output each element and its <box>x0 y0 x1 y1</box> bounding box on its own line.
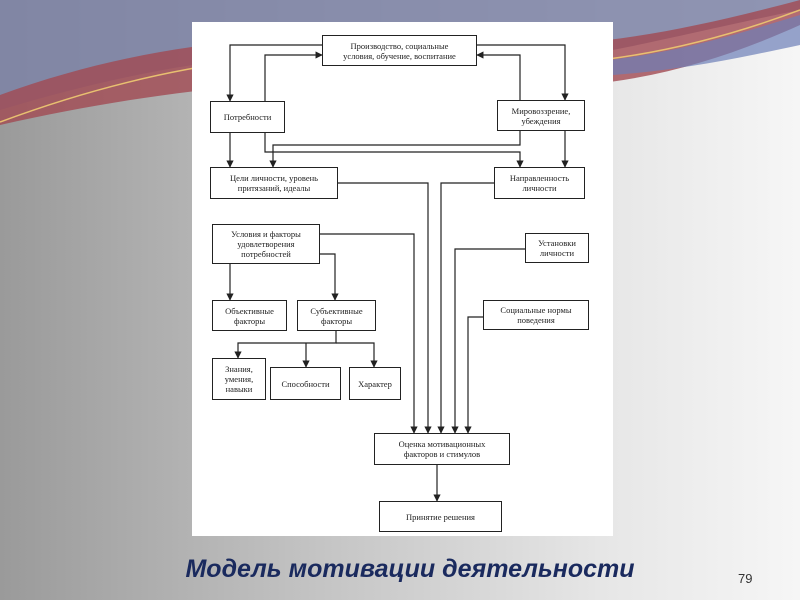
arrow-conditions-to-evaluation <box>320 233 418 434</box>
arrow-subjective-to-knowledge <box>234 331 337 359</box>
arrow-subjective-to-character <box>336 342 378 368</box>
arrow-production-to-needs <box>226 44 322 102</box>
arrow-worldview-to-goals <box>269 131 521 168</box>
arrow-needs-to-production <box>264 51 323 101</box>
node-character: Характер <box>349 367 401 400</box>
slide-title: Модель мотивации деятельности <box>185 555 635 583</box>
node-decision: Принятие решения <box>379 501 502 532</box>
page-number: 79 <box>738 571 753 586</box>
arrow-worldview-to-production <box>476 51 521 100</box>
node-subjective: Субъективные факторы <box>297 300 376 331</box>
node-goals: Цели личности, уровень притязаний, идеал… <box>210 167 338 199</box>
arrow-attitudes-to-evaluation <box>451 248 525 434</box>
node-conditions: Условия и факторы удовлетворения потребн… <box>212 224 320 264</box>
node-worldview: Мировоззрение, убеждения <box>497 100 585 131</box>
node-abilities: Способности <box>270 367 341 400</box>
node-evaluation: Оценка мотивационных факторов и стимулов <box>374 433 510 465</box>
node-knowledge: Знания, умения, навыки <box>212 358 266 400</box>
node-production: Производство, социальные условия, обучен… <box>322 35 477 66</box>
node-norms: Социальные нормы поведения <box>483 300 589 330</box>
node-attitudes: Установки личности <box>525 233 589 263</box>
arrow-conditions-to-subjective <box>320 253 339 301</box>
node-needs: Потребности <box>210 101 285 133</box>
node-objective: Объективные факторы <box>212 300 287 331</box>
arrow-direction-to-evaluation <box>437 182 494 434</box>
node-direction: Направленность личности <box>494 167 585 199</box>
arrow-norms-to-evaluation <box>464 316 483 434</box>
arrow-goals-to-evaluation <box>338 182 432 434</box>
arrow-production-to-worldview <box>477 44 569 101</box>
arrow-needs-to-direction <box>264 133 524 168</box>
